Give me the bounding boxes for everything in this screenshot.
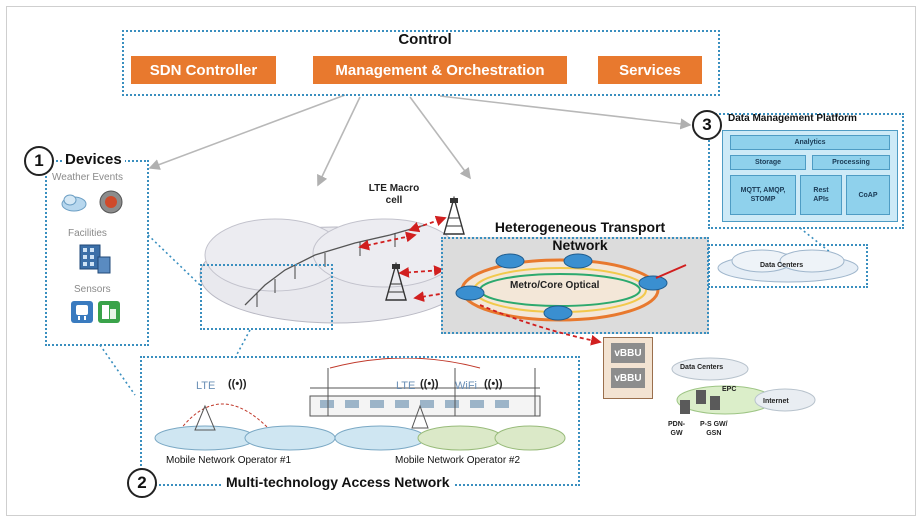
dmp-processing: Processing	[812, 155, 890, 170]
management-orchestration-box: Management & Orchestration	[313, 56, 567, 84]
control-title: Control	[398, 31, 452, 48]
devices-title: Devices	[62, 151, 125, 168]
building-icon	[79, 244, 111, 274]
internet-label: Internet	[763, 398, 789, 405]
weather-icon	[61, 190, 123, 214]
wifi-signal-icon: ((•))	[484, 378, 503, 390]
dmp-number: 3	[692, 110, 722, 140]
data-centers-label: Data Centers	[760, 262, 804, 269]
parking-sensor-icon	[98, 301, 120, 323]
epc-label: EPC	[722, 386, 737, 393]
access-number: 2	[127, 468, 157, 498]
dmp-rest-apis: Rest APIs	[800, 175, 842, 215]
link-control-dmp	[439, 95, 692, 130]
lte-label-2: LTE	[396, 380, 416, 392]
facilities-label: Facilities	[68, 228, 107, 239]
metro-core-optical-label: Metro/Core Optical	[510, 280, 600, 291]
metro-core-ring	[455, 253, 687, 322]
data-centers-cloud-icon	[717, 249, 859, 283]
access-zoom-box	[200, 264, 333, 330]
dmp-protocols: MQTT, AMQP, STOMP	[730, 175, 796, 215]
pdn-gw-label: PDN- GW	[668, 421, 686, 437]
transport-title: Heterogeneous Transport Network	[494, 219, 666, 253]
lte-label-1: LTE	[196, 380, 216, 392]
sensors-label: Sensors	[74, 284, 111, 295]
outer-frame	[6, 6, 916, 516]
wifi-label: WiFi	[455, 380, 477, 392]
link-control-lte	[317, 96, 361, 187]
ps-gw-label: P-S GW/ GSN	[700, 421, 728, 437]
devices-number: 1	[24, 146, 54, 176]
data-centers-group	[708, 244, 868, 288]
dmp-storage: Storage	[730, 155, 806, 170]
core-data-centers-label: Data Centers	[680, 364, 724, 371]
dmp-title: Data Management Platform	[728, 113, 857, 124]
cell-tower-icon	[385, 262, 407, 301]
dmp-analytics: Analytics	[730, 135, 890, 150]
dmp-group	[708, 113, 904, 229]
lte-macro-tower-icon	[443, 196, 465, 235]
operator-2-label: Mobile Network Operator #2	[395, 455, 521, 466]
lte-macro-label: LTE Macro cell	[368, 183, 420, 206]
red-link-vbbu	[479, 304, 602, 346]
link-control-devices	[148, 94, 346, 170]
weather-events-label: Weather Events	[52, 172, 123, 183]
control-group	[122, 30, 720, 96]
dmp-coap: CoAP	[846, 175, 890, 215]
access-cloud	[199, 218, 471, 324]
access-network-scene	[154, 358, 566, 451]
services-box: Services	[598, 56, 702, 84]
lte-signal-icon-2: ((•))	[420, 378, 439, 390]
operator-1-label: Mobile Network Operator #1	[166, 455, 292, 466]
link-control-transport	[409, 96, 471, 180]
vbbu-box-2: vBBU	[611, 368, 645, 388]
train-sensor-icon	[71, 301, 93, 323]
lte-signal-icon-1: ((•))	[228, 378, 247, 390]
access-title: Multi-technology Access Network	[222, 474, 454, 490]
sdn-controller-box: SDN Controller	[131, 56, 276, 84]
core-servers-icon	[680, 390, 720, 414]
vbbu-box-1: vBBU	[611, 343, 645, 363]
